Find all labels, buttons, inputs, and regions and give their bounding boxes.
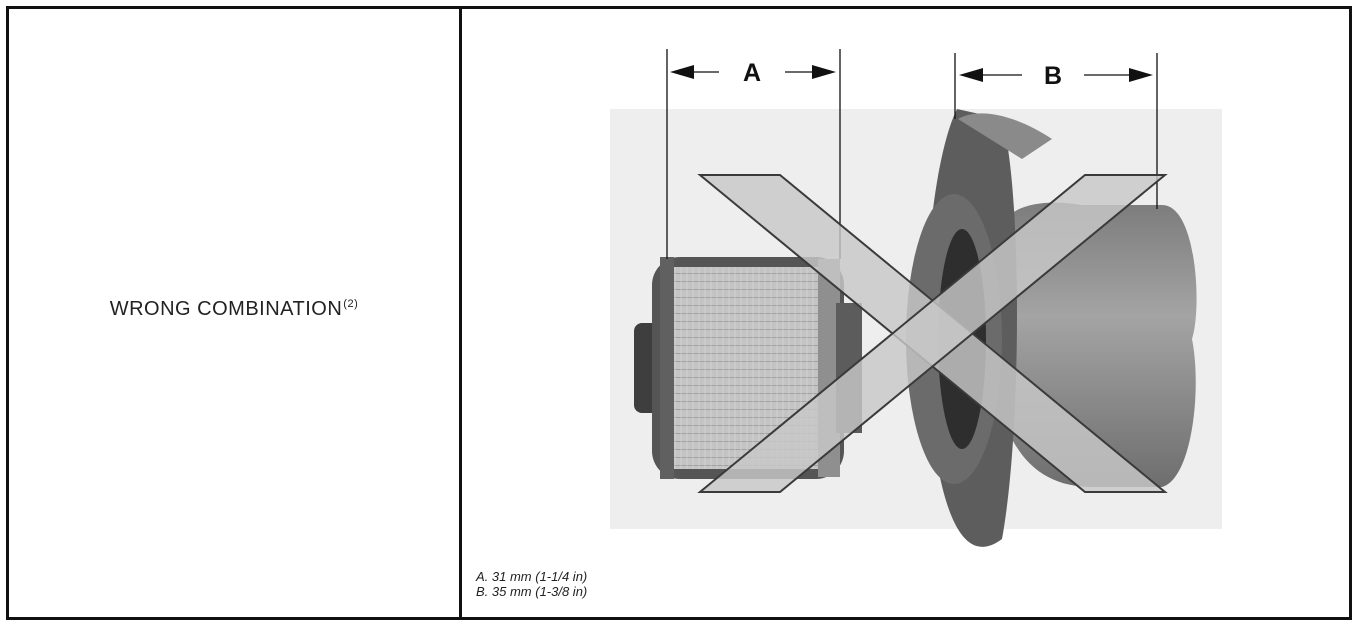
spec-table: WRONG COMBINATION(2) bbox=[6, 6, 1352, 620]
figure-caption: A. 31 mm (1-1/4 in) B. 35 mm (1-3/8 in) bbox=[476, 569, 587, 599]
dimension-a-letter: A bbox=[743, 59, 761, 87]
dimension-b-letter: B bbox=[1044, 62, 1062, 90]
figure-cell: A B A. 31 mm (1-1/4 in) B. 35 mm (1-3/8 … bbox=[462, 9, 1349, 617]
row-label: WRONG COMBINATION(2) bbox=[110, 298, 359, 321]
dimension-b-arrow-right bbox=[1129, 68, 1153, 82]
wrong-cross-mark bbox=[697, 174, 1168, 493]
filter-comparison-illustration: A B bbox=[610, 49, 1222, 547]
dimension-a-arrow-left bbox=[670, 65, 694, 79]
cell-divider bbox=[459, 9, 462, 617]
dimension-b bbox=[954, 53, 1158, 209]
label-cell: WRONG COMBINATION(2) bbox=[9, 9, 459, 617]
row-label-text: WRONG COMBINATION bbox=[109, 297, 343, 320]
dimension-b-arrow-left bbox=[959, 68, 983, 82]
caption-line-b: B. 35 mm (1-3/8 in) bbox=[476, 584, 588, 599]
caption-line-a: A. 31 mm (1-1/4 in) bbox=[476, 569, 588, 584]
dimension-a-arrow-right bbox=[812, 65, 836, 79]
footnote-marker: (2) bbox=[343, 297, 359, 310]
